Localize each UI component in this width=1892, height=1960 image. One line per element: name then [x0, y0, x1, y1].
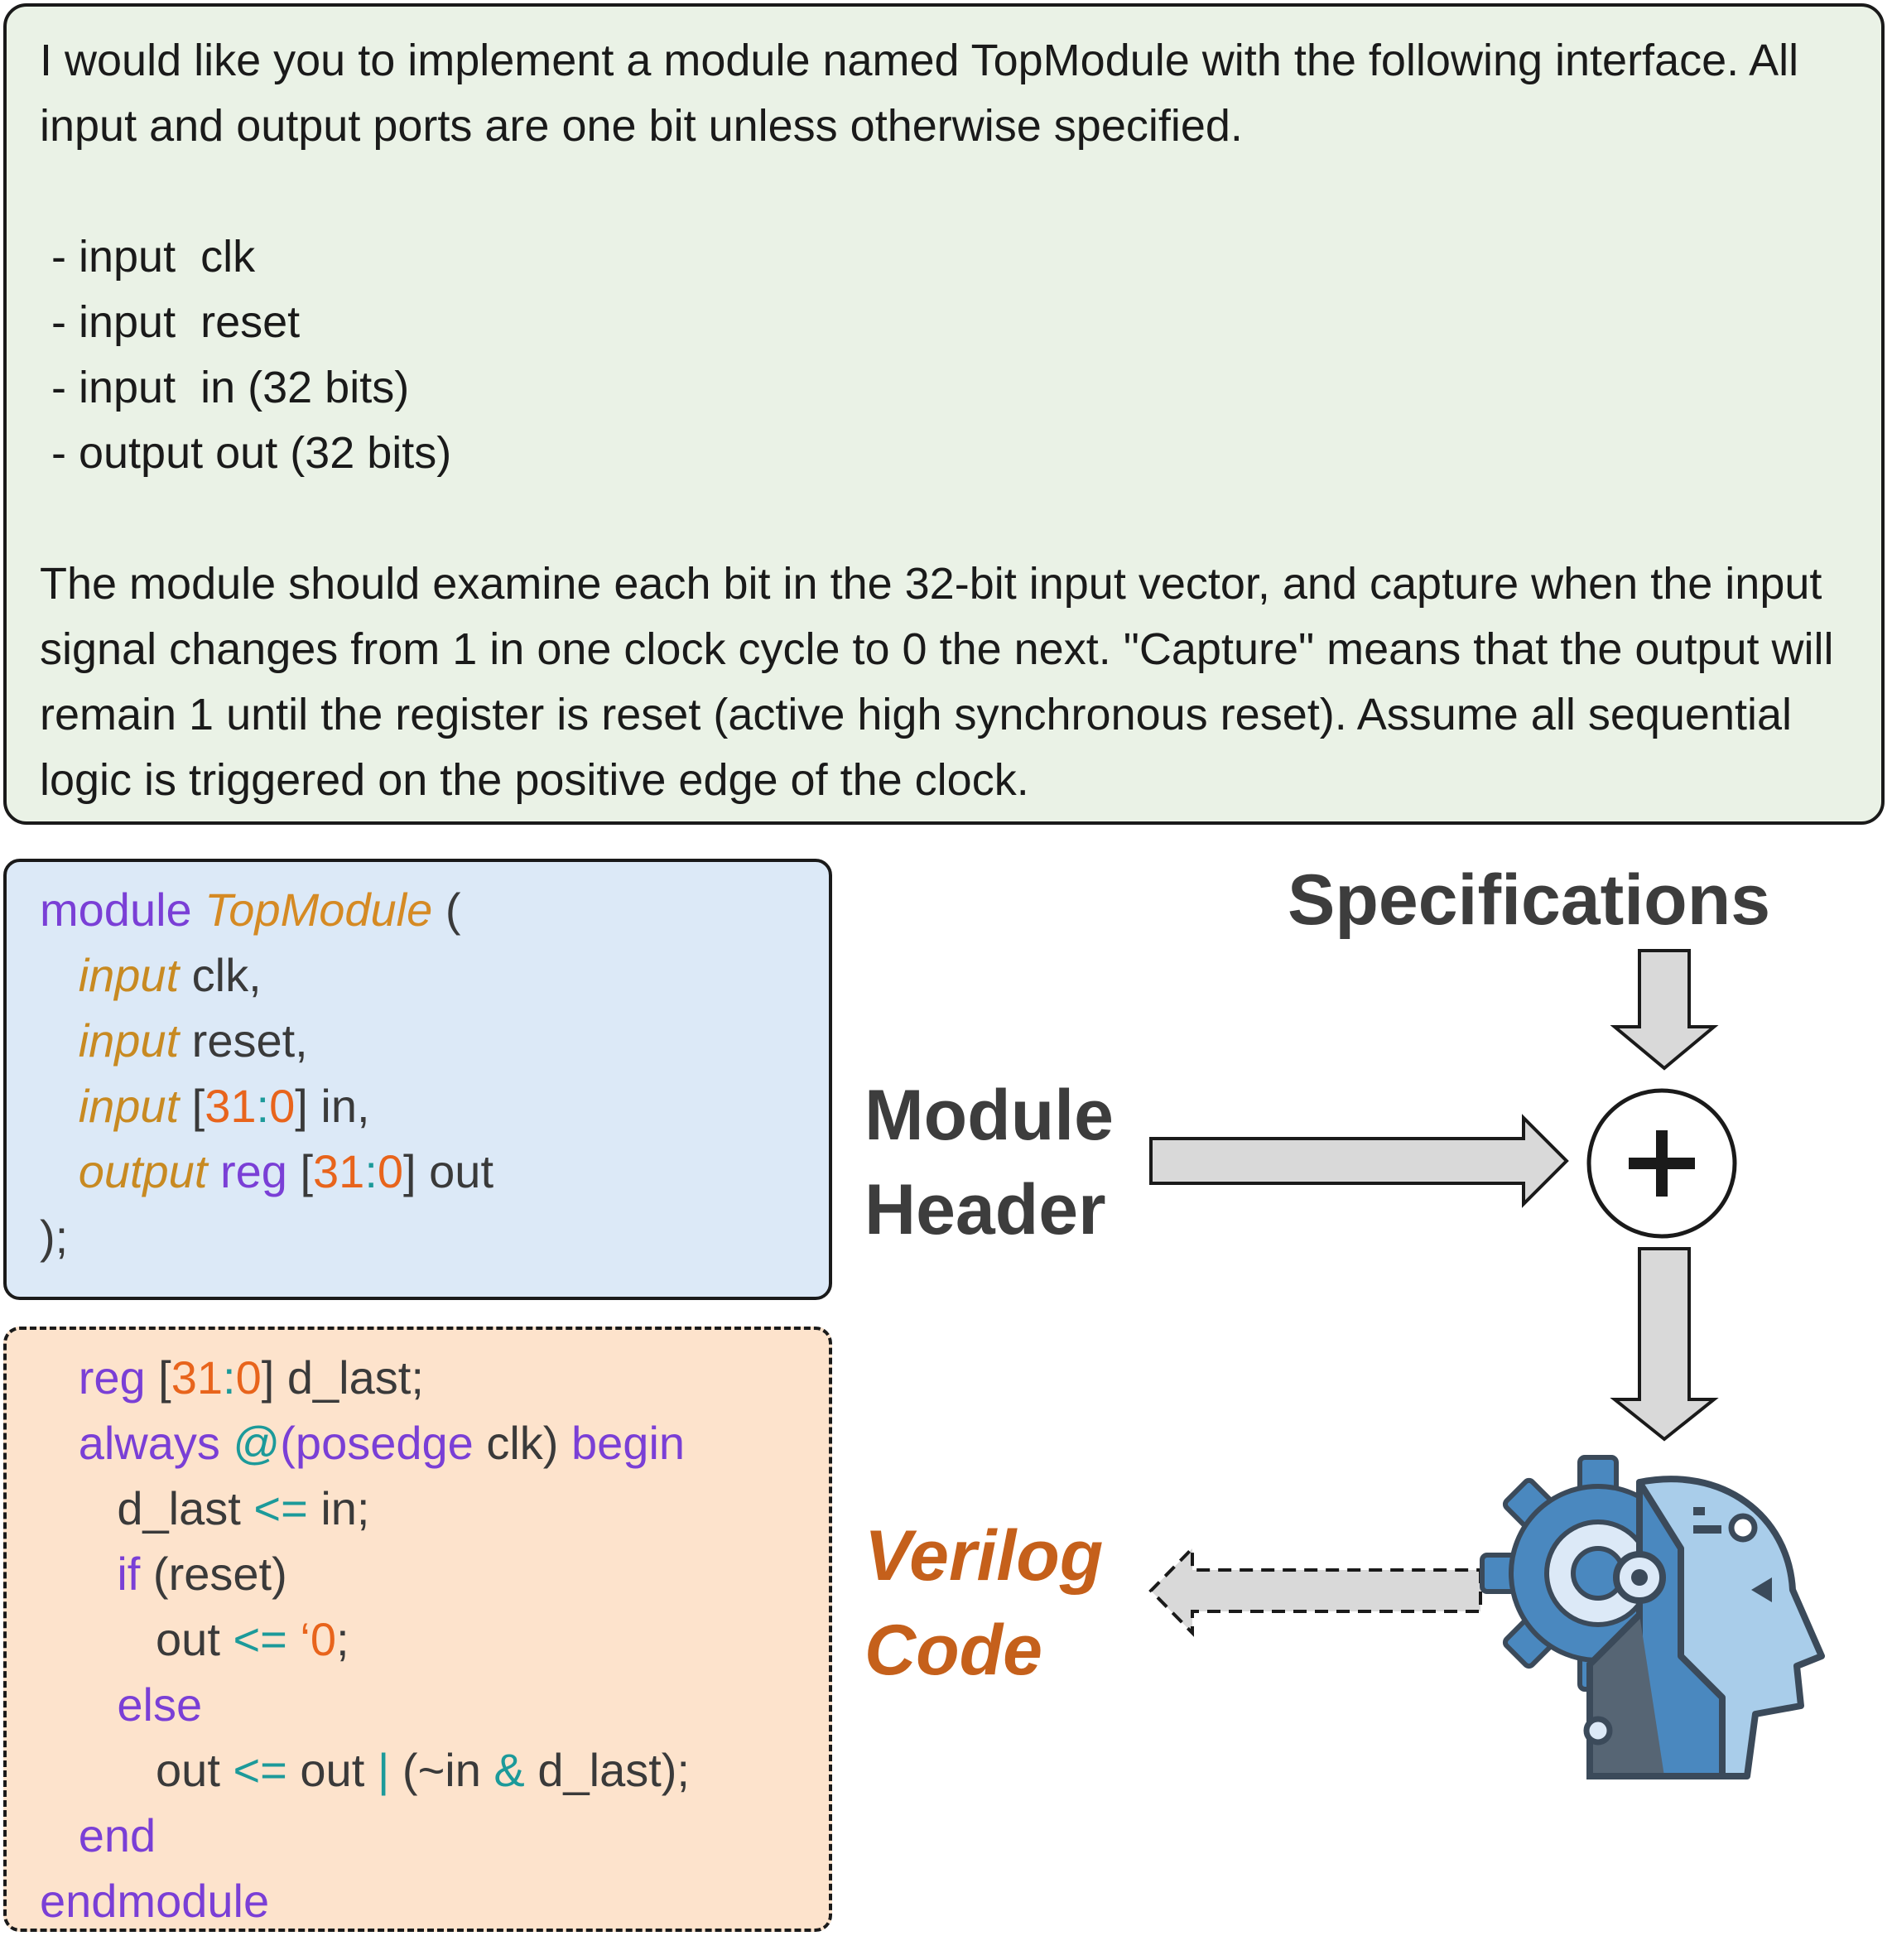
or-operator: |	[377, 1744, 390, 1796]
module-header-label-line2: Header	[864, 1170, 1106, 1250]
header-line-close: );	[40, 1211, 69, 1263]
kw-end: end	[78, 1809, 156, 1861]
header-line-in: input [31:0] in,	[40, 1073, 796, 1139]
d-last-decl: ] d_last;	[261, 1351, 424, 1404]
out-lhs: out	[156, 1744, 233, 1796]
and-operator: &	[493, 1744, 525, 1796]
nonblocking-assign: <=	[253, 1482, 308, 1534]
out-lhs: out	[156, 1613, 233, 1665]
kw-reg: reg	[78, 1351, 146, 1404]
semicolon: ;	[336, 1613, 349, 1665]
clk-ident: clk)	[473, 1417, 572, 1469]
paren-open: (	[280, 1417, 296, 1469]
module-name: TopModule	[205, 884, 433, 936]
num-31: 31	[205, 1080, 257, 1132]
verilog-left-arrow	[1148, 1544, 1482, 1637]
dir-input-clk: input	[78, 949, 180, 1001]
d-last-lhs: d_last	[117, 1482, 254, 1534]
port-in: ] in,	[295, 1080, 370, 1132]
spec-down-arrow	[1610, 949, 1719, 1071]
code-line-8: end	[40, 1803, 796, 1868]
code-line-3: d_last <= in;	[40, 1476, 796, 1541]
header-line-out: output reg [31:0] out	[40, 1139, 796, 1204]
spec-port-reset: - input reset	[51, 297, 301, 347]
num-31: 31	[313, 1145, 365, 1197]
out-ident: out	[286, 1744, 378, 1796]
num-0: 0	[235, 1351, 262, 1404]
spec-port-in: - input in (32 bits)	[51, 363, 410, 412]
verilog-code-label-line1: Verilog	[864, 1516, 1104, 1596]
d-last-ident: d_last);	[524, 1744, 690, 1796]
zero-literal: ‘0	[300, 1613, 336, 1665]
port-out: ] out	[403, 1145, 493, 1197]
code-line-5: out <= ‘0;	[40, 1606, 796, 1672]
bracket-open: [	[179, 1080, 205, 1132]
space	[287, 1613, 301, 1665]
colon: :	[364, 1145, 378, 1197]
module-header-label: Module Header	[864, 1068, 1114, 1257]
header-right-arrow	[1149, 1114, 1569, 1208]
if-condition: (reset)	[140, 1548, 287, 1600]
code-line-9: endmodule	[40, 1868, 796, 1934]
code-line-7: out <= out | (~in & d_last);	[40, 1737, 796, 1803]
kw-if: if	[117, 1548, 141, 1600]
nonblocking-assign: <=	[233, 1613, 287, 1665]
dir-output-out: output	[78, 1145, 208, 1197]
colon: :	[223, 1351, 236, 1404]
spec-intro: I would like you to implement a module n…	[40, 36, 1799, 151]
num-0: 0	[269, 1080, 296, 1132]
ai-head-gear-icon	[1480, 1455, 1825, 1779]
kw-reg: reg	[207, 1145, 287, 1197]
code-line-6: else	[40, 1672, 796, 1737]
code-line-2: always @(posedge clk) begin	[40, 1410, 796, 1476]
nonblocking-assign: <=	[233, 1744, 287, 1796]
kw-else: else	[117, 1678, 203, 1731]
code-line-1: reg [31:0] d_last;	[40, 1345, 796, 1410]
spec-description: The module should examine each bit in th…	[40, 559, 1834, 805]
open-paren: (	[432, 884, 461, 936]
plus-circle-icon	[1586, 1088, 1737, 1239]
verilog-code-box: reg [31:0] d_last; always @(posedge clk)…	[3, 1327, 832, 1932]
num-31: 31	[171, 1351, 224, 1404]
not-in: (~in	[389, 1744, 494, 1796]
bracket-open: [	[286, 1145, 314, 1197]
port-clk: clk,	[179, 949, 262, 1001]
verilog-code-label: Verilog Code	[864, 1509, 1103, 1698]
kw-module: module	[40, 884, 192, 936]
verilog-code-label-line2: Code	[864, 1611, 1042, 1690]
specifications-label: Specifications	[1288, 860, 1771, 940]
specification-box: I would like you to implement a module n…	[3, 3, 1885, 825]
kw-posedge: posedge	[295, 1417, 474, 1469]
module-header-box: module TopModule ( input clk, input rese…	[3, 859, 832, 1300]
spec-port-clk: - input clk	[51, 232, 256, 282]
header-line-module: module TopModule (	[40, 877, 796, 942]
dir-input-in: input	[78, 1080, 180, 1132]
in-rhs: in;	[307, 1482, 370, 1534]
module-header-label-line1: Module	[864, 1076, 1114, 1155]
colon: :	[256, 1080, 270, 1132]
dir-input-reset: input	[78, 1014, 180, 1067]
header-line-reset: input reset,	[40, 1008, 796, 1073]
port-reset: reset,	[179, 1014, 308, 1067]
kw-begin: begin	[571, 1417, 686, 1469]
bracket-open: [	[145, 1351, 171, 1404]
ai-down-arrow	[1610, 1247, 1719, 1442]
header-line-clk: input clk,	[40, 942, 796, 1008]
spec-port-out: - output out (32 bits)	[51, 428, 452, 478]
num-0: 0	[377, 1145, 404, 1197]
kw-always: always	[78, 1417, 220, 1469]
code-line-4: if (reset)	[40, 1541, 796, 1606]
kw-endmodule: endmodule	[40, 1875, 270, 1927]
at-sign: @	[219, 1417, 281, 1469]
